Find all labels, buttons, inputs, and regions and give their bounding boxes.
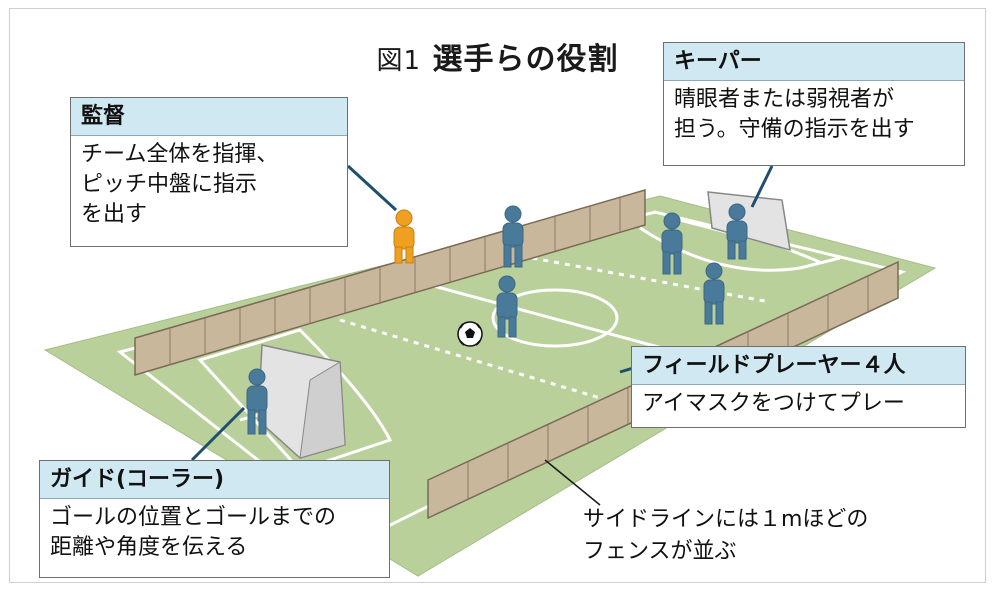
player-figure-keeper <box>726 203 748 260</box>
callout-keeper-line: 担う。守備の指示を出す <box>674 117 915 142</box>
callout-keeper: キーパー 晴眼者または弱視者が 担う。守備の指示を出す <box>663 42 965 166</box>
pointer-guide <box>190 406 246 462</box>
callout-field-players: フィールドプレーヤー４人 アイマスクをつけてプレー <box>631 346 966 428</box>
player-figure-1 <box>496 275 518 338</box>
callout-keeper-line: 晴眼者または弱視者が <box>674 87 895 112</box>
figure-title-text: 選手らの役割 <box>432 42 619 77</box>
callout-guide: ガイド(コーラー) ゴールの位置とゴールまでの 距離や角度を伝える <box>39 460 390 578</box>
callout-keeper-heading: キーパー <box>664 43 964 81</box>
soccer-ball-icon <box>457 321 483 347</box>
fence-note: サイドラインには１mほどの フェンスが並ぶ <box>583 504 868 568</box>
left-goal-area <box>197 328 393 472</box>
callout-guide-body: ゴールの位置とゴールまでの 距離や角度を伝える <box>40 499 389 567</box>
figure-title: 図1 選手らの役割 <box>0 34 995 78</box>
callout-guide-line: 距離や角度を伝える <box>50 535 248 560</box>
callout-coach-line: チーム全体を指揮、 <box>81 142 279 167</box>
callout-field-line: アイマスクをつけてプレー <box>642 391 905 416</box>
center-circle <box>491 288 619 348</box>
halfway-line <box>403 276 663 350</box>
player-figure-guide <box>246 368 268 435</box>
pointer-keeper <box>750 165 774 208</box>
player-figure-4 <box>703 262 725 325</box>
right-goal-area <box>639 226 841 272</box>
dotted-line-far <box>499 250 771 304</box>
callout-coach-line: を出す <box>81 202 148 227</box>
pointer-coach <box>346 164 398 212</box>
pointer-fence <box>544 459 601 506</box>
player-figure-3 <box>661 212 683 275</box>
callout-coach-body: チーム全体を指揮、 ピッチ中盤に指示 を出す <box>71 136 347 234</box>
fence-note-line: サイドラインには１mほどの <box>583 507 869 532</box>
player-figure-2 <box>502 205 524 268</box>
dotted-line-near <box>339 318 601 400</box>
callout-keeper-body: 晴眼者または弱視者が 担う。守備の指示を出す <box>664 81 964 149</box>
coach-figure <box>393 209 415 264</box>
callout-field-body: アイマスクをつけてプレー <box>632 385 965 423</box>
callout-guide-line: ゴールの位置とゴールまでの <box>50 505 337 530</box>
callout-coach-line: ピッチ中盤に指示 <box>81 172 258 197</box>
figure-number: 図1 <box>376 46 422 76</box>
callout-coach-heading: 監督 <box>71 98 347 136</box>
callout-field-heading: フィールドプレーヤー４人 <box>632 347 965 385</box>
fence-note-line: フェンスが並ぶ <box>583 539 737 564</box>
callout-coach: 監督 チーム全体を指揮、 ピッチ中盤に指示 を出す <box>70 97 348 247</box>
right-goal <box>707 191 791 252</box>
callout-guide-heading: ガイド(コーラー) <box>40 461 389 499</box>
